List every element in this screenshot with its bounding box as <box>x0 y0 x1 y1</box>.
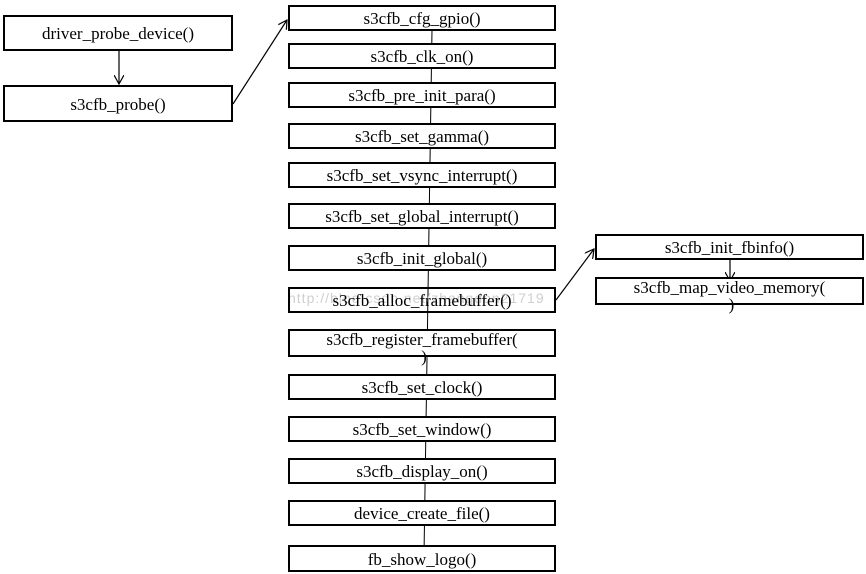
init-fbinfo-box: s3cfb_init_fbinfo() <box>595 234 864 260</box>
step-label: device_create_file() <box>354 504 490 523</box>
step-label: s3cfb_set_vsync_interrupt() <box>326 166 518 185</box>
step-label: s3cfb_display_on() <box>356 462 488 481</box>
step-label: s3cfb_set_gamma() <box>354 127 490 146</box>
step-device-create-file-box: device_create_file() <box>288 500 556 526</box>
step-label: fb_show_logo() <box>367 550 477 569</box>
init-fbinfo-label: s3cfb_init_fbinfo() <box>664 238 795 257</box>
step-clk-on-box: s3cfb_clk_on() <box>288 43 556 69</box>
step-init-global-box: s3cfb_init_global() <box>288 245 556 271</box>
map-video-memory-box: s3cfb_map_video_memory( ) <box>595 277 864 313</box>
arrow-alloc-to-init-fbinfo <box>555 249 594 301</box>
step-label-continuation: ) <box>421 347 427 366</box>
step-label: s3cfb_register_framebuffer( <box>326 330 518 349</box>
map-video-memory-continuation: ) <box>728 295 735 314</box>
step-display-on-box: s3cfb_display_on() <box>288 458 556 484</box>
step-label: s3cfb_set_window() <box>352 420 492 439</box>
step-label: s3cfb_cfg_gpio() <box>363 9 481 28</box>
step-set-gamma-box: s3cfb_set_gamma() <box>288 123 556 149</box>
s3cfb-probe-label: s3cfb_probe() <box>70 95 166 114</box>
driver-probe-device-label: driver_probe_device() <box>42 24 194 43</box>
step-set-clock-box: s3cfb_set_clock() <box>288 374 556 400</box>
step-label: s3cfb_set_global_interrupt() <box>325 207 519 226</box>
step-set-window-box: s3cfb_set_window() <box>288 416 556 442</box>
step-label: s3cfb_pre_init_para() <box>348 86 496 105</box>
driver-probe-device-box: driver_probe_device() <box>3 15 233 51</box>
step-pre-init-para-box: s3cfb_pre_init_para() <box>288 82 556 108</box>
step-alloc-framebuffer-box: s3cfb_alloc_framebuffer() <box>288 287 556 313</box>
step-label: s3cfb_alloc_framebuffer() <box>332 291 512 310</box>
step-label: s3cfb_set_clock() <box>361 378 483 397</box>
map-video-memory-label: s3cfb_map_video_memory( <box>633 278 826 297</box>
step-label: s3cfb_init_global() <box>356 249 488 268</box>
step-set-global-interrupt-box: s3cfb_set_global_interrupt() <box>288 203 556 229</box>
step-cfg-gpio-box: s3cfb_cfg_gpio() <box>288 5 556 31</box>
s3cfb-probe-box: s3cfb_probe() <box>3 85 233 122</box>
step-label: s3cfb_clk_on() <box>370 47 474 66</box>
watermark: http://blog.csdn.net/zhangdon21719 <box>288 290 545 306</box>
step-fb-show-logo-box: fb_show_logo() <box>288 545 556 572</box>
step-register-framebuffer-box: s3cfb_register_framebuffer( ) <box>288 329 556 365</box>
arrow-probe-to-cfg-gpio <box>232 20 287 105</box>
step-set-vsync-interrupt-box: s3cfb_set_vsync_interrupt() <box>288 162 556 188</box>
